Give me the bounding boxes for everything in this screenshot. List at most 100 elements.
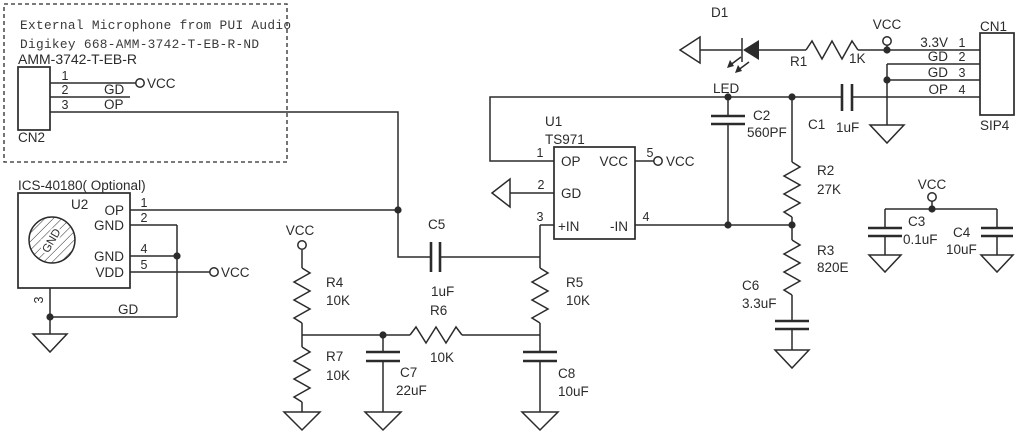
feedback-network: LED C2 560PF R2 27K R3 820E C6 3.3uF C1 … [711, 81, 859, 370]
u1-plus-in-pin-label: +IN [558, 219, 579, 234]
resistor-r5 [530, 267, 550, 324]
external-mic-note: External Microphone from PUI Audio Digik… [3, 3, 291, 163]
junction-dot [173, 252, 181, 260]
r4-value: 10K [326, 293, 350, 308]
u2-mems-microphone: ICS-40180( Optional) U2 GND OP GND GND V… [17, 178, 402, 354]
cn1-connector: CN1 SIP4 3.3V GD GD OP 1 2 3 4 [852, 19, 1015, 145]
u1-pin5-number: 5 [647, 146, 654, 160]
vcc-terminal [653, 156, 663, 166]
u2-title: ICS-40180( Optional) [18, 178, 146, 193]
resistor-r6 [409, 325, 463, 345]
note-line2: Digikey 668-AMM-3742-T-EB-R-ND [20, 37, 259, 52]
r2-value: 27K [817, 182, 841, 197]
ground-symbol [363, 411, 403, 432]
c2-ref: C2 [753, 108, 770, 123]
vcc-terminal [927, 192, 937, 202]
resistor-r7 [292, 346, 312, 403]
c6-value: 3.3uF [742, 296, 777, 311]
r7-ref: R7 [326, 349, 343, 364]
cn1-pin2-label: GD [928, 49, 949, 64]
ground-symbol [773, 349, 811, 370]
u2-pin2-number: 2 [141, 211, 148, 225]
c4-value: 10uF [946, 242, 977, 257]
led-emission-arrowhead [727, 60, 734, 68]
c4-ref: C4 [953, 225, 971, 240]
resistor-r4 [292, 267, 312, 324]
vcc-terminal [135, 78, 145, 88]
junction-dot [394, 206, 402, 214]
cn1-pin3-number: 3 [959, 66, 966, 80]
resistor-r2 [782, 161, 802, 218]
junction-dot [883, 46, 891, 54]
u2-vdd-pin-label: VDD [95, 265, 124, 280]
cn1-pin4-label: OP [928, 82, 948, 97]
vcc-net-label: VCC [147, 76, 176, 91]
c1-value: 1uF [836, 120, 859, 135]
resistor-r3 [782, 239, 802, 296]
u1-pin1-number: 1 [537, 146, 544, 160]
u2-pin4-number: 4 [141, 242, 148, 256]
vcc-net-label: VCC [221, 265, 250, 280]
r3-ref: R3 [817, 243, 834, 258]
c7-value: 22uF [396, 383, 427, 398]
junction-dot [883, 76, 891, 84]
u1-vcc-pin-label: VCC [599, 154, 628, 169]
cn2-body [17, 66, 51, 131]
ground-symbol [868, 124, 906, 145]
wire [489, 96, 842, 162]
note-dashed-border [3, 3, 288, 163]
c2-value: 560PF [747, 125, 787, 140]
c6-ref: C6 [742, 278, 759, 293]
u1-opamp: U1 TS971 OP VCC GD +IN -IN 1 2 3 4 5 VCC [489, 96, 842, 240]
c8-ref: C8 [558, 366, 575, 381]
c3-ref: C3 [908, 214, 925, 229]
u2-pin3-number: 3 [32, 296, 46, 303]
u2-pin5-number: 5 [141, 258, 148, 272]
gd-arrow-symbol [490, 177, 511, 209]
cn2-pin3-number: 3 [62, 98, 69, 112]
wire [50, 111, 431, 258]
u1-minus-in-pin-label: -IN [610, 219, 628, 234]
cn2-pin2-number: 2 [62, 83, 69, 97]
cn1-pin2-number: 2 [959, 50, 966, 64]
u2-op-pin-label: OP [104, 203, 124, 218]
resistor-r1 [805, 39, 859, 61]
cn1-ref: CN1 [980, 19, 1007, 34]
vcc-terminal [209, 267, 219, 277]
r3-value: 820E [817, 260, 849, 275]
d1-ref: D1 [711, 5, 728, 20]
vcc-decoupling: VCC C3 0.1uF C4 10uF [867, 177, 1015, 274]
vcc-net-label: VCC [918, 177, 947, 192]
cn1-pin4-number: 4 [959, 83, 966, 97]
cn2-connector: CN2 1 2 3 GD OP VCC [17, 66, 431, 258]
led-diode-symbol [743, 40, 759, 60]
mic-port-symbol [28, 216, 76, 264]
r1-ref: R1 [790, 54, 807, 69]
u1-pin3-number: 3 [537, 210, 544, 224]
c3-value: 0.1uF [903, 232, 938, 247]
ground-symbol [31, 333, 69, 354]
c5-ref: C5 [428, 217, 445, 232]
ground-symbol [867, 254, 903, 274]
r6-ref: R6 [430, 303, 447, 318]
u2-ref: U2 [71, 197, 88, 212]
bias-input-network: VCC R4 10K R7 10K C7 22uF R6 10K C5 1uF … [282, 217, 590, 432]
cn2-op-label: OP [104, 97, 124, 112]
junction-dot [46, 313, 54, 321]
gd-arrow-symbol [678, 35, 701, 65]
r5-ref: R5 [566, 275, 583, 290]
vcc-net-label: VCC [873, 17, 902, 32]
u2-pin1-number: 1 [141, 196, 148, 210]
cn1-body [979, 32, 1015, 116]
ground-symbol [520, 411, 560, 432]
r6-value: 10K [430, 350, 454, 365]
r1-value: 1K [849, 51, 866, 66]
vcc-terminal [297, 240, 307, 250]
u2-gnd1-pin-label: GND [94, 218, 124, 233]
vcc-net-label: VCC [286, 223, 315, 238]
r7-value: 10K [326, 368, 350, 383]
led-circuit: D1 R1 1K VCC [678, 5, 980, 73]
cn1-pin3-label: GD [928, 65, 949, 80]
cn1-type: SIP4 [980, 118, 1010, 133]
